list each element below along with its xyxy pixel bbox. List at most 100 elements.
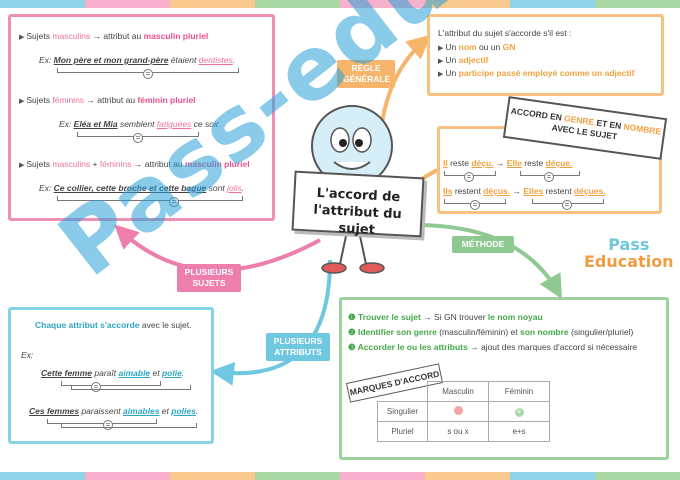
stripe-segment [170, 0, 255, 8]
rule-masculins: ▶Sujets masculins → attribut au masculin… [19, 31, 208, 43]
method-step-1: ❶ Trouver le sujet → Si GN trouver le no… [348, 312, 543, 323]
triangle-bullet-icon: ▶ [19, 162, 25, 169]
stripe-segment [170, 472, 255, 480]
rule-highlight: GN [502, 42, 516, 52]
label-highlight: NOMBRE [622, 121, 662, 137]
example-subject: Elle [506, 158, 522, 168]
rule-highlight: féminins [99, 159, 132, 169]
plusieurs-attributs-box: Chaque attribut s'accorde avec le sujet.… [8, 307, 214, 444]
marker-dot-icon [453, 406, 463, 415]
logo-line: Pass [608, 235, 650, 254]
stripe-segment [85, 472, 170, 480]
rule-intro: L'attribut du sujet s'accorde s'il est : [438, 28, 572, 38]
arrow-icon: → [510, 186, 524, 196]
rule-highlight: masculins [52, 31, 91, 41]
example-attribute: polie [161, 368, 182, 378]
equals-circle-icon: = [169, 197, 179, 207]
bottom-color-stripe [0, 472, 680, 480]
rule-item-adjectif: ▶Un adjectif [438, 55, 488, 67]
rule-text: Sujets [26, 95, 53, 105]
example-verb: semblent [117, 119, 157, 129]
step-number: ❷ [348, 327, 358, 337]
stripe-segment [0, 0, 85, 8]
title-line: l'attribut du sujet [313, 202, 403, 238]
example-conjunction: et [159, 406, 172, 416]
rule-item-participe: ▶Un participe passé employé comme un adj… [438, 68, 634, 80]
example-masculins: Ex: Mon père et mon grand-père étaient d… [39, 55, 235, 66]
stripe-segment [425, 0, 510, 8]
rule-highlight: féminin pluriel [137, 95, 196, 105]
stripe-segment [255, 0, 340, 8]
example-end: . [181, 368, 185, 378]
stripe-segment [510, 472, 595, 480]
step-highlight: Identifier son genre [357, 327, 437, 337]
example-feminins: Ex: Eléa et Mia semblent fatiguées ce so… [59, 119, 221, 130]
rule-highlight: Chaque attribut s'accorde [35, 320, 140, 330]
stripe-segment [595, 0, 680, 8]
step-text: → Si GN trouver [420, 312, 488, 322]
rule-text: Un [445, 68, 459, 78]
example-end: . [195, 406, 199, 416]
example-singulier: Il reste déçu. → Elle reste déçue. [443, 158, 572, 169]
example-subject: Elles [523, 186, 544, 196]
table-header-masculin: Masculin [427, 381, 489, 402]
rule-highlight: nom [458, 42, 477, 52]
example-subject: Ces femmes [29, 406, 80, 416]
agreement-bracket [61, 423, 197, 428]
method-step-3: ❸ Accorder le ou les attributs → ajout d… [348, 342, 637, 353]
equals-circle-icon: = [143, 69, 153, 79]
stripe-segment [510, 0, 595, 8]
table-row-label: Pluriel [377, 421, 428, 442]
example-pluriel: Ils restent déçus. → Elles restent déçue… [443, 186, 606, 197]
example-subject: Eléa et Mia [73, 119, 118, 129]
methode-tag: MÉTHODE [452, 236, 514, 253]
example-verb: paraît [92, 368, 119, 378]
rule-text: Un [445, 55, 459, 65]
table-row-label: Singulier [377, 401, 428, 422]
example-verb: sont [206, 183, 228, 193]
rule-text: → attribut au [131, 159, 185, 169]
rule-text: Sujets [26, 159, 53, 169]
step-number: ❸ [348, 342, 358, 352]
rule-highlight: participe passé employé comme un adjecti… [458, 68, 635, 78]
rule-highlight: masculins [52, 159, 91, 169]
example-attribute: déçue. [545, 158, 573, 168]
example-subject: Il [443, 158, 448, 168]
equals-circle-icon: = [470, 200, 480, 210]
equals-circle-icon: = [544, 172, 554, 182]
rule-feminins: ▶Sujets féminins → attribut au féminin p… [19, 95, 196, 107]
rule-text: → attribut au [90, 31, 144, 41]
method-step-2: ❷ Identifier son genre (masculin/féminin… [348, 327, 633, 338]
lightbulb-mascot-icon [311, 105, 393, 274]
rule-highlight: féminins [52, 95, 85, 105]
stripe-segment [0, 472, 85, 480]
stripe-segment [595, 472, 680, 480]
top-color-stripe [0, 0, 680, 8]
triangle-bullet-icon: ▶ [438, 45, 444, 52]
step-text: (singulier/pluriel) [568, 327, 634, 337]
table-row: Pluriel s ou x e+s [377, 421, 550, 442]
step-highlight: son nombre [520, 327, 569, 337]
example-conjunction: et [150, 368, 162, 378]
rule-highlight: adjectif [458, 55, 489, 65]
equals-circle-icon: = [91, 382, 101, 392]
example-subject: Ce collier, cette broche et cette bague [53, 183, 207, 193]
example-attribute: aimables [123, 406, 160, 416]
example-end: . [232, 55, 236, 65]
equals-circle-icon: = [133, 133, 143, 143]
example-verb: reste [521, 158, 546, 168]
regle-generale-box: L'attribut du sujet s'accorde s'il est :… [427, 14, 664, 96]
stripe-segment [255, 472, 340, 480]
example-subject: Cette femme [41, 368, 93, 378]
table-cell [427, 401, 489, 422]
rule-text: → attribut au [84, 95, 138, 105]
triangle-bullet-icon: ▶ [438, 58, 444, 65]
marques-accord-table: Masculin Féminin Singulier e Pluriel s o… [377, 381, 550, 442]
table-cell-value: e [514, 408, 524, 417]
label-text: ACCORD EN [510, 105, 565, 123]
example-lead: Ex: [39, 55, 54, 65]
example-lead: Ex: [59, 119, 74, 129]
example-verb: reste [447, 158, 472, 168]
example-lead: Ex: [21, 350, 34, 360]
plusieurs-attributs-tag: PLUSIEURS ATTRIBUTS [266, 333, 330, 361]
